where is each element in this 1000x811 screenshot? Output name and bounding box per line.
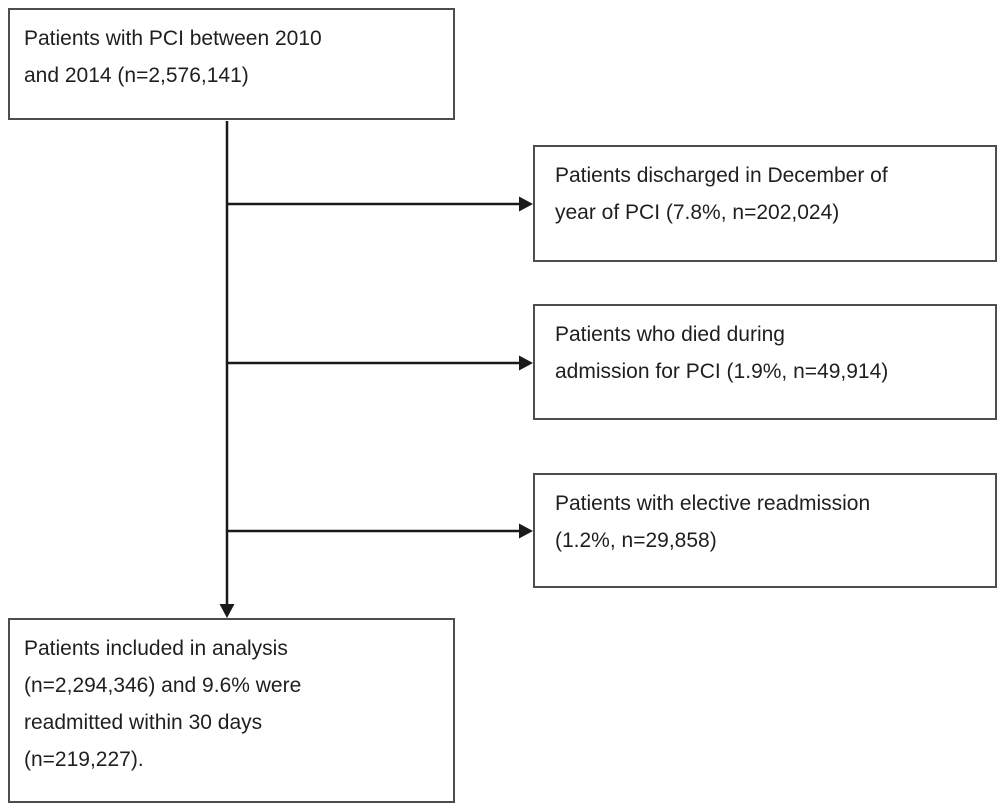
right-arrowhead-3	[519, 523, 533, 539]
exclusion-box-2-line: admission for PCI (1.9%, n=49,914)	[555, 360, 889, 383]
final-box: Patients included in analysis (n=2,294,3…	[8, 618, 455, 803]
source-box-line: Patients with PCI between 2010	[24, 27, 322, 50]
exclusion-box-1-line: Patients discharged in December of	[555, 164, 888, 187]
exclusion-box-1-line: year of PCI (7.8%, n=202,024)	[555, 201, 840, 224]
right-arrowhead-1	[519, 196, 533, 212]
right-arrowhead-2	[519, 355, 533, 371]
exclusion-box-2-line: Patients who died during	[555, 323, 785, 346]
source-box: Patients with PCI between 2010 and 2014 …	[8, 8, 455, 120]
exclusion-box-3-line: Patients with elective readmission	[555, 492, 871, 515]
down-arrowhead	[219, 604, 235, 618]
exclusion-box-3-line: (1.2%, n=29,858)	[555, 529, 717, 552]
exclusion-box-2: Patients who died during admission for P…	[533, 304, 997, 420]
exclusion-box-3: Patients with elective readmission (1.2%…	[533, 473, 997, 588]
final-box-line: (n=2,294,346) and 9.6% were	[24, 674, 302, 697]
exclusion-box-1: Patients discharged in December of year …	[533, 145, 997, 262]
source-box-line: and 2014 (n=2,576,141)	[24, 64, 249, 87]
final-box-line: Patients included in analysis	[24, 637, 288, 660]
final-box-line: readmitted within 30 days	[24, 711, 263, 734]
final-box-line: (n=219,227).	[24, 748, 144, 771]
